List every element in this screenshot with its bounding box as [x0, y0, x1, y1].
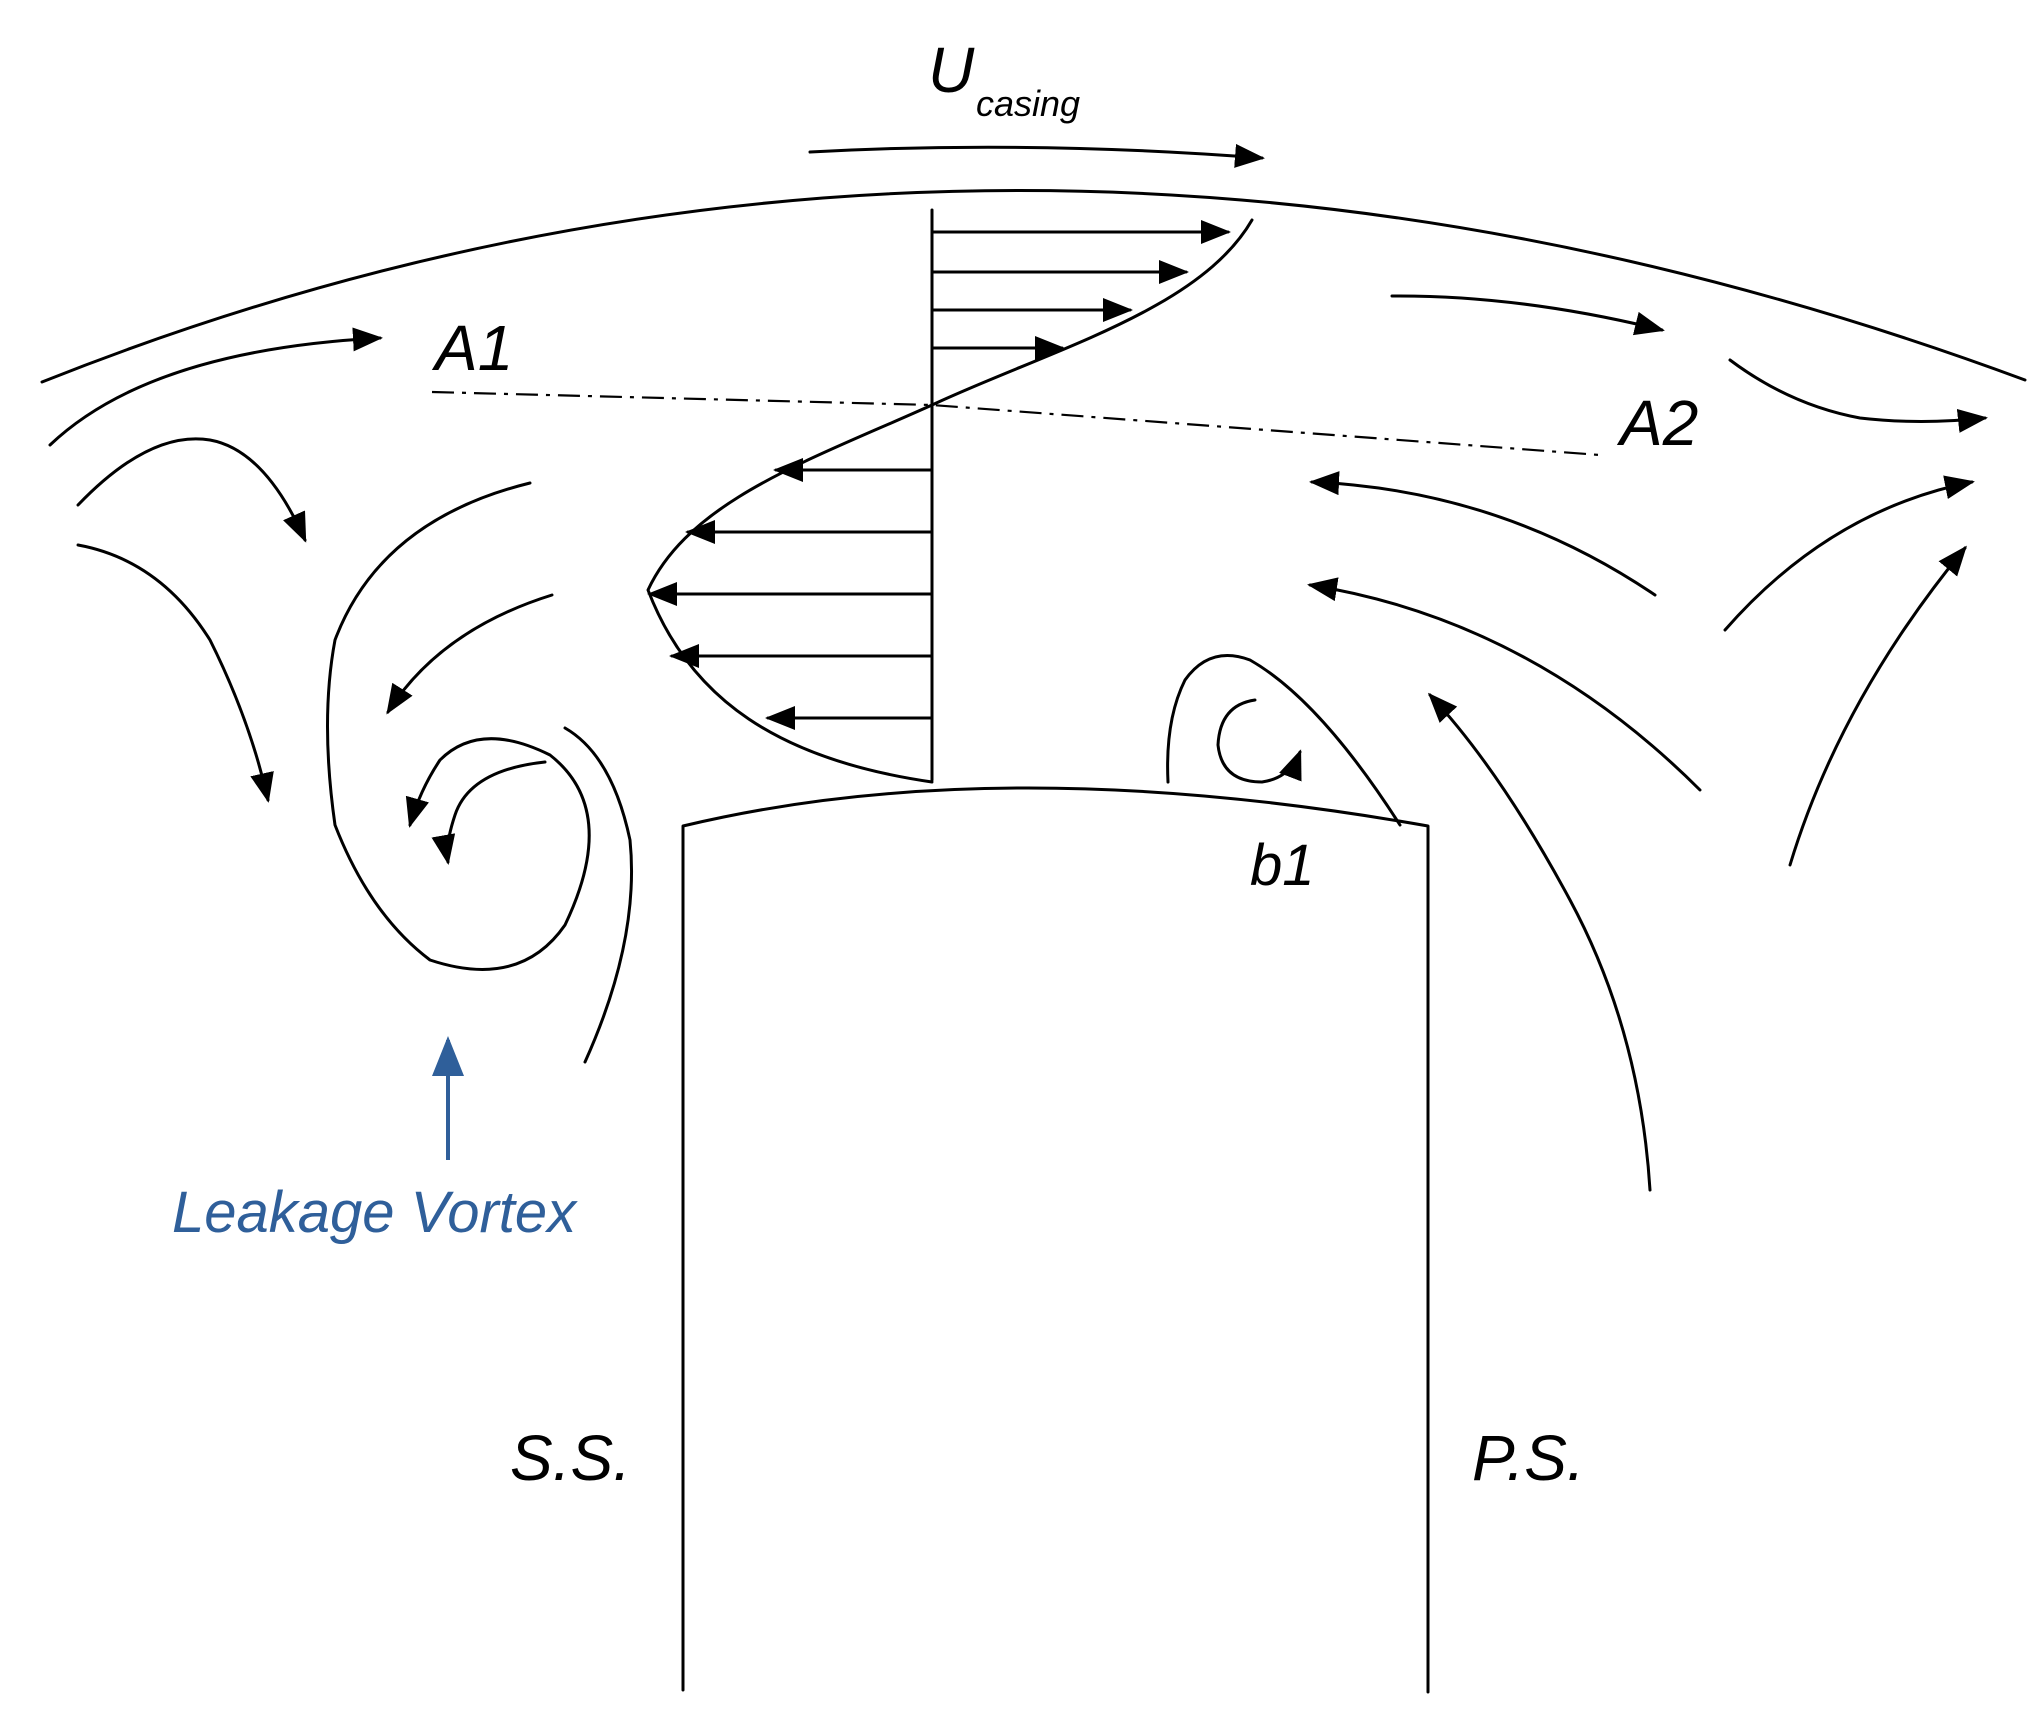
profile-arrows-leakage-direction — [647, 458, 934, 730]
corner-b1-label: b1 — [1250, 833, 1315, 898]
interface-dash-dot-line — [431, 390, 1601, 457]
casing-wall — [40, 189, 2027, 384]
separation-bubble-b1 — [1166, 654, 1402, 827]
pressure-side-label: P.S. — [1472, 1422, 1585, 1494]
casing-velocity-label: U — [928, 34, 975, 106]
region-a2-label: A2 — [1616, 387, 1698, 459]
suction-side-label: S.S. — [510, 1422, 631, 1494]
pressure-side-streamlines — [1307, 294, 1988, 1192]
region-a1-label: A1 — [431, 312, 513, 384]
tip-gap-velocity-profile — [646, 208, 1254, 784]
profile-curve — [646, 218, 1254, 784]
recirculation-arrow — [1216, 698, 1302, 784]
leakage-vortex-label: Leakage Vortex — [172, 1180, 578, 1245]
suction-side-streamlines — [48, 327, 633, 1064]
profile-arrows-casing-direction — [930, 220, 1231, 360]
casing-velocity-arrow — [808, 143, 1265, 168]
casing-velocity-subscript: casing — [976, 83, 1080, 124]
blade-body — [681, 786, 1430, 1694]
